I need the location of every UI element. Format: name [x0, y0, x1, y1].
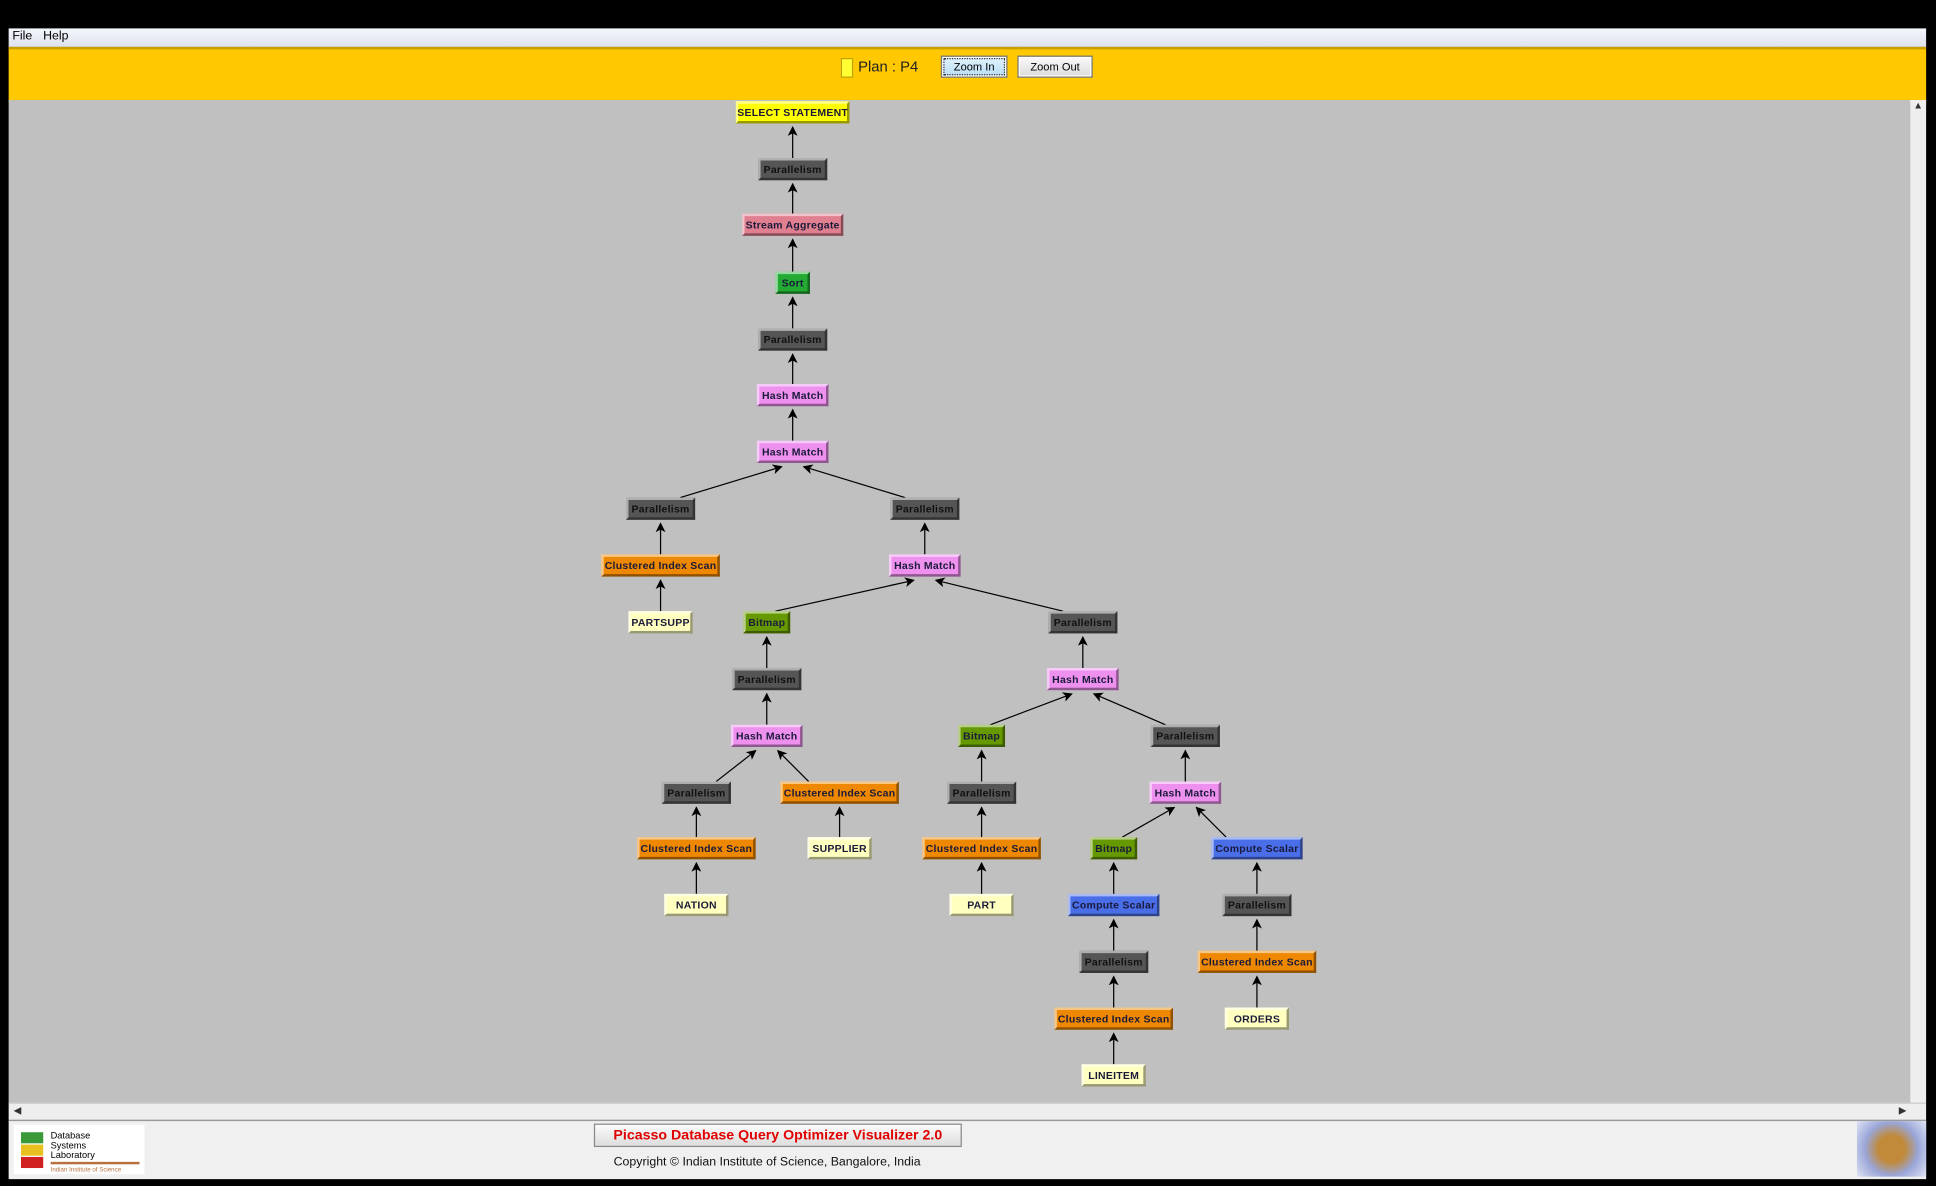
footer: Database Systems Laboratory Indian Insti…: [8, 1119, 1927, 1180]
plan-node-table[interactable]: ORDERS: [1224, 1007, 1290, 1030]
plan-node-scan[interactable]: Clustered Index Scan: [1054, 1007, 1173, 1030]
svg-text:Laboratory: Laboratory: [51, 1150, 96, 1160]
plan-edge-arrow: [776, 749, 810, 782]
plan-node-parallelism[interactable]: Parallelism: [1079, 950, 1149, 973]
plan-node-compute[interactable]: Compute Scalar: [1211, 837, 1303, 860]
plan-node-scan[interactable]: Clustered Index Scan: [637, 837, 756, 860]
plan-node-sort[interactable]: Sort: [775, 271, 810, 294]
plan-edge-arrow: [1195, 806, 1227, 838]
zoom-out-button[interactable]: Zoom Out: [1017, 55, 1093, 78]
plan-node-parallelism[interactable]: Parallelism: [1150, 724, 1220, 747]
svg-text:Indian Institute of Science: Indian Institute of Science: [51, 1167, 122, 1174]
plan-edge-arrow: [990, 692, 1073, 726]
menu-bar: File Help: [8, 28, 1927, 47]
dsl-logo: Database Systems Laboratory Indian Insti…: [13, 1124, 145, 1175]
plan-edge-arrow: [680, 464, 783, 499]
plan-node-parallelism[interactable]: Parallelism: [1048, 611, 1118, 634]
plan-node-statement[interactable]: SELECT STATEMENT: [735, 101, 850, 124]
plan-node-parallelism[interactable]: Parallelism: [947, 781, 1017, 804]
scroll-left-icon[interactable]: ◀: [13, 1105, 22, 1117]
menu-file[interactable]: File: [12, 29, 33, 44]
plan-node-scan[interactable]: Clustered Index Scan: [780, 781, 899, 804]
plan-node-hash[interactable]: Hash Match: [756, 440, 829, 464]
plan-node-parallelism[interactable]: Parallelism: [890, 497, 960, 520]
plan-node-hash[interactable]: Hash Match: [1149, 781, 1222, 804]
plan-node-parallelism[interactable]: Parallelism: [758, 328, 828, 351]
plan-node-hash[interactable]: Hash Match: [756, 383, 829, 407]
plan-edge-arrow: [802, 464, 906, 499]
plan-node-compute[interactable]: Compute Scalar: [1068, 893, 1160, 917]
scroll-up-icon[interactable]: ▲: [1913, 100, 1923, 112]
plan-node-bitmap[interactable]: Bitmap: [1090, 837, 1138, 860]
plan-node-hash[interactable]: Hash Match: [1047, 667, 1119, 691]
plan-node-parallelism[interactable]: Parallelism: [732, 667, 802, 691]
plan-node-hash[interactable]: Hash Match: [730, 724, 803, 747]
toolbar: Plan : P4 Zoom In Zoom Out: [8, 46, 1927, 103]
plan-node-table[interactable]: PARTSUPP: [628, 611, 693, 634]
scroll-right-icon[interactable]: ▶: [1898, 1105, 1907, 1117]
plan-edges: [655, 125, 1262, 1065]
horizontal-scrollbar[interactable]: ◀ ▶: [8, 1102, 1927, 1120]
plan-label: Plan : P4: [858, 58, 919, 76]
plan-node-parallelism[interactable]: Parallelism: [1222, 893, 1292, 917]
plan-edge-arrow: [1122, 806, 1176, 838]
svg-text:Systems: Systems: [51, 1140, 87, 1150]
plan-node-table[interactable]: NATION: [664, 893, 729, 917]
copyright-text: Copyright © Indian Institute of Science,…: [613, 1155, 921, 1170]
iisc-seal-logo: [1856, 1121, 1927, 1177]
plan-node-parallelism[interactable]: Parallelism: [625, 497, 696, 520]
plan-node-bitmap[interactable]: Bitmap: [958, 724, 1006, 747]
plan-node-scan[interactable]: Clustered Index Scan: [601, 554, 720, 577]
plan-node-hash[interactable]: Hash Match: [888, 554, 961, 577]
plan-node-aggregate[interactable]: Stream Aggregate: [742, 213, 844, 236]
plan-node-bitmap[interactable]: Bitmap: [743, 611, 791, 634]
svg-text:Database: Database: [51, 1130, 91, 1140]
plan-edge-arrow: [715, 749, 757, 783]
plan-node-parallelism[interactable]: Parallelism: [758, 158, 828, 181]
plan-edge-arrow: [1092, 692, 1166, 726]
plan-node-table[interactable]: LINEITEM: [1081, 1064, 1146, 1087]
plan-color-swatch: [840, 58, 854, 78]
plan-node-scan[interactable]: Clustered Index Scan: [1197, 950, 1317, 973]
plan-node-parallelism[interactable]: Parallelism: [661, 781, 731, 804]
app-title-button[interactable]: Picasso Database Query Optimizer Visuali…: [593, 1123, 962, 1148]
plan-edge-arrow: [934, 577, 1064, 612]
zoom-in-button[interactable]: Zoom In: [940, 55, 1008, 78]
plan-node-scan[interactable]: Clustered Index Scan: [922, 837, 1041, 860]
plan-edge-arrow: [775, 577, 915, 612]
plan-node-table[interactable]: SUPPLIER: [807, 837, 872, 860]
vertical-scrollbar[interactable]: ▲: [1910, 100, 1927, 1103]
plan-node-table[interactable]: PART: [949, 893, 1014, 917]
menu-help[interactable]: Help: [43, 29, 69, 44]
